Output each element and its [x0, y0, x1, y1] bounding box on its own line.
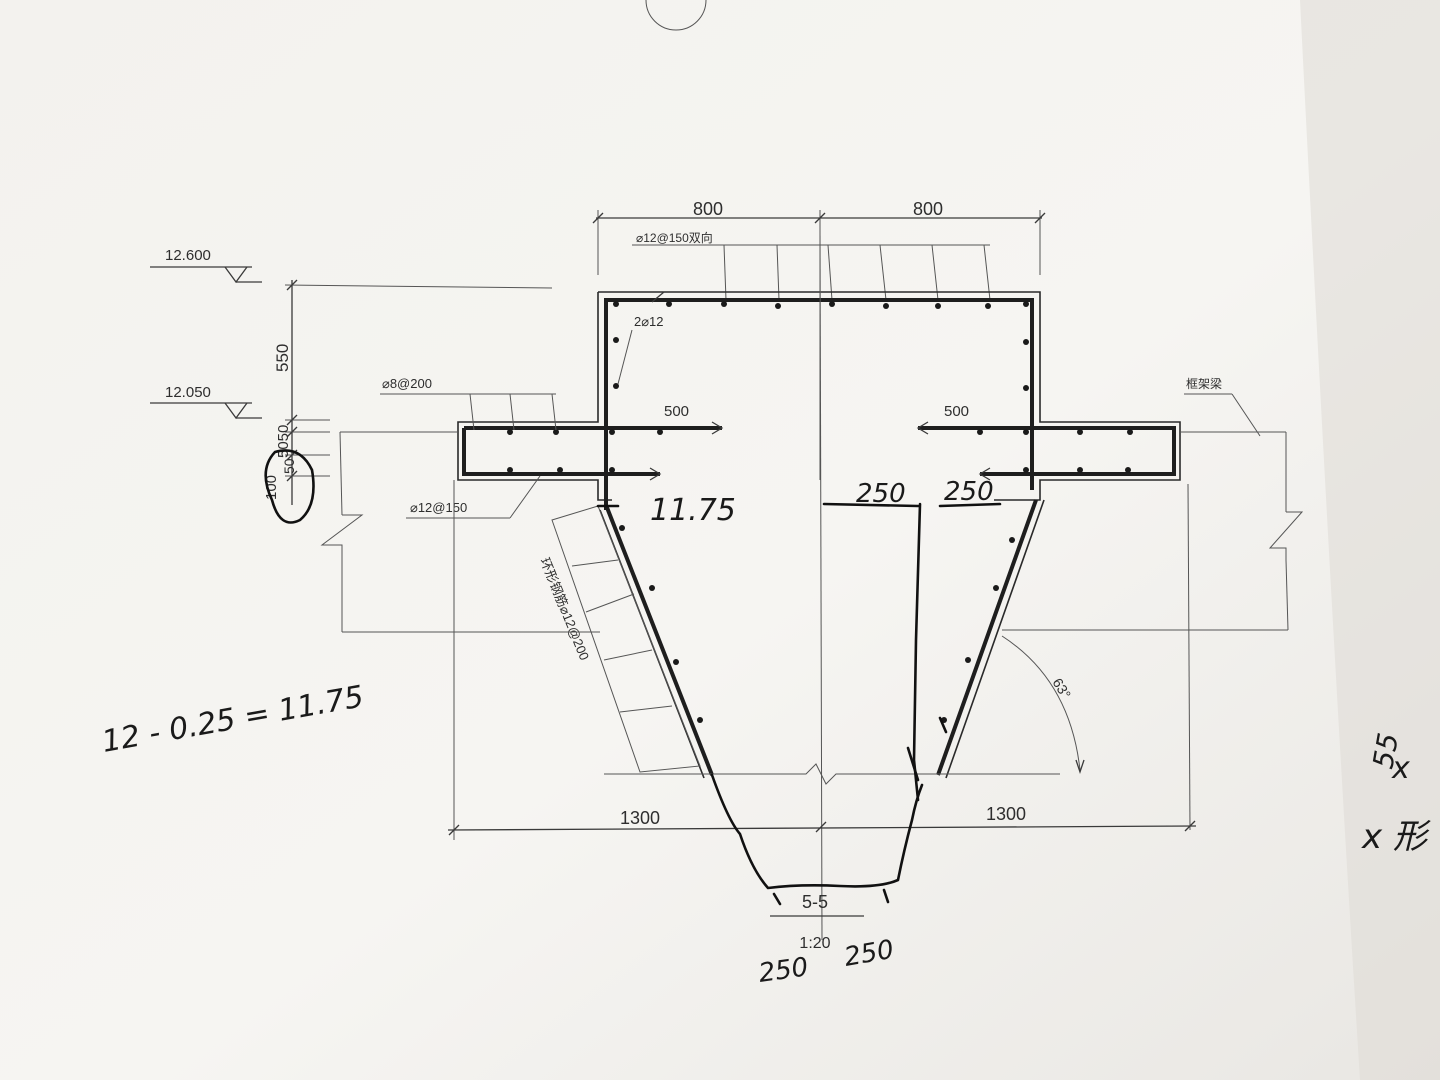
dim-top-right: 800 — [913, 199, 943, 219]
label-stirrup: ⌀8@200 — [382, 376, 432, 391]
dim-bottom-left: 1300 — [620, 808, 660, 828]
dim-bottom-right: 1300 — [986, 804, 1026, 824]
section-scale: 1:20 — [799, 935, 830, 952]
hand-note-11-75: 11.75 — [650, 493, 736, 528]
section-title: 5-5 1:20 — [770, 892, 864, 952]
label-slab-bars: ⌀12@150 — [410, 500, 467, 515]
top-bars-leaders: ⌀12@150双向 — [632, 230, 991, 301]
handdrawn-circle — [264, 449, 315, 524]
structure-outline — [457, 291, 1181, 779]
dim-5050: 5050 — [275, 425, 292, 458]
section-mark: 5-5 — [802, 892, 828, 912]
center-line — [819, 229, 823, 941]
top-dimension: 800 800 — [592, 199, 1046, 480]
hand-note-250-b: 250 — [944, 477, 994, 507]
hand-margin-2: x — [1391, 751, 1410, 786]
elevation-lower: 12.050 — [150, 384, 262, 420]
left-vertical-dimensions: 550 5050 100 50 — [263, 279, 553, 524]
side-frame-lines — [320, 431, 1304, 840]
bottom-break-line — [604, 763, 1060, 785]
drawing-number-circle — [645, 0, 707, 31]
label-frame-beam: 框架梁 — [1186, 376, 1222, 391]
dim-top-left: 800 — [693, 199, 723, 219]
elevation-12050: 12.050 — [165, 384, 211, 401]
elevation-12600: 12.600 — [165, 247, 211, 264]
hand-note-bottom-a: 250 — [757, 952, 810, 989]
hand-margin-1: 55 — [1366, 730, 1405, 771]
dim-50: 50 — [281, 458, 297, 474]
label-top-bars: ⌀12@150双向 — [636, 230, 713, 245]
bottom-dimension: 1300 1300 — [447, 804, 1197, 836]
dim-500-left: 500 — [664, 403, 689, 420]
label-corner-bars: 2⌀12 — [634, 314, 664, 329]
hand-note-250-a: 250 — [856, 479, 906, 509]
dim-550: 550 — [273, 344, 292, 372]
elevation-upper: 12.600 — [150, 247, 262, 284]
rebar-annotations: 2⌀12 ⌀8@200 ⌀12@150 框架梁 — [380, 314, 1261, 519]
page-curl-shadow — [1300, 0, 1440, 1080]
handwritten-lines — [596, 502, 1002, 906]
dim-500-right: 500 — [944, 403, 969, 420]
hand-margin-3: x 形 — [1361, 817, 1431, 857]
